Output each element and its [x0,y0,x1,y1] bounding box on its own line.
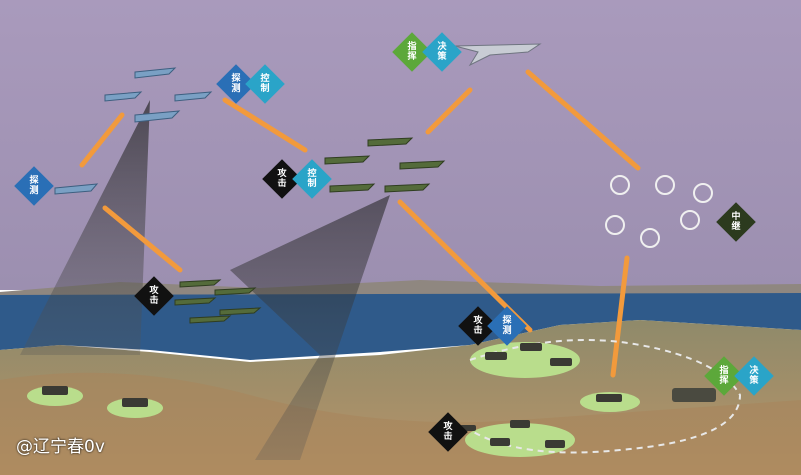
sensor-beam-left [20,100,150,355]
quadcopter [655,175,675,195]
badge-relay: 中 继 [716,202,756,242]
drone [134,67,177,79]
badge-control-mid: 控 制 [292,159,332,199]
link-line [79,112,125,168]
drone [399,160,446,170]
badge-label: 决 策 [437,42,447,62]
badge-detect-base: 探 测 [487,306,527,346]
quadcopter [605,215,625,235]
badge-decide-right: 决 策 [734,356,774,396]
tank [550,358,572,366]
badge-control-top: 控 制 [245,64,285,104]
swarm-drones-blue [54,67,213,195]
tank [490,438,510,446]
tank [520,343,542,351]
drone [179,279,222,288]
drone [384,183,431,193]
badge-label: 控 制 [260,74,270,94]
drone [134,110,181,123]
drone [329,183,376,193]
unit-pad [465,423,575,457]
fighter-jet [454,43,542,67]
tank [545,440,565,448]
unit-pad [27,386,83,406]
unit-pad [470,342,580,378]
tank [672,388,716,402]
badge-label: 探 测 [29,176,39,196]
badge-label: 攻 击 [149,286,159,306]
link-line [610,255,630,378]
badge-label: 攻 击 [443,422,453,442]
tank [42,386,68,395]
badge-attack-bottom: 攻 击 [428,412,468,452]
drone [324,155,371,165]
badge-label: 探 测 [502,316,512,336]
drone [104,91,143,102]
sea [0,293,801,360]
quadcopter [640,228,660,248]
tank [122,398,148,407]
link-line [102,205,183,273]
link-line [525,69,641,171]
tank [510,420,530,428]
quadcopter [680,210,700,230]
drone [174,297,217,306]
badge-attack-low: 攻 击 [134,276,174,316]
dashed-route [469,339,742,454]
watermark: @辽宁春0v [16,437,105,457]
tank [485,352,507,360]
drone [174,91,213,102]
badge-label: 控 制 [307,169,317,189]
quadcopter [693,183,713,203]
unit-pad [107,398,163,418]
link-line [425,87,473,135]
tank [596,394,622,402]
sensor-beam-center [230,195,390,460]
quadcopter [610,175,630,195]
drone [367,137,414,147]
badge-decide-top: 决 策 [422,32,462,72]
jet [454,43,542,67]
quadcopter-swarm [605,175,713,248]
drone [189,315,232,324]
badge-label: 决 策 [749,366,759,386]
land-shading [0,372,801,475]
drone [219,307,262,316]
badge-label: 中 继 [731,212,741,232]
badge-detect-left: 探 测 [14,166,54,206]
drone [54,183,99,195]
drone [214,287,257,296]
link-line [222,97,308,153]
swarm-drones-green [174,137,446,324]
